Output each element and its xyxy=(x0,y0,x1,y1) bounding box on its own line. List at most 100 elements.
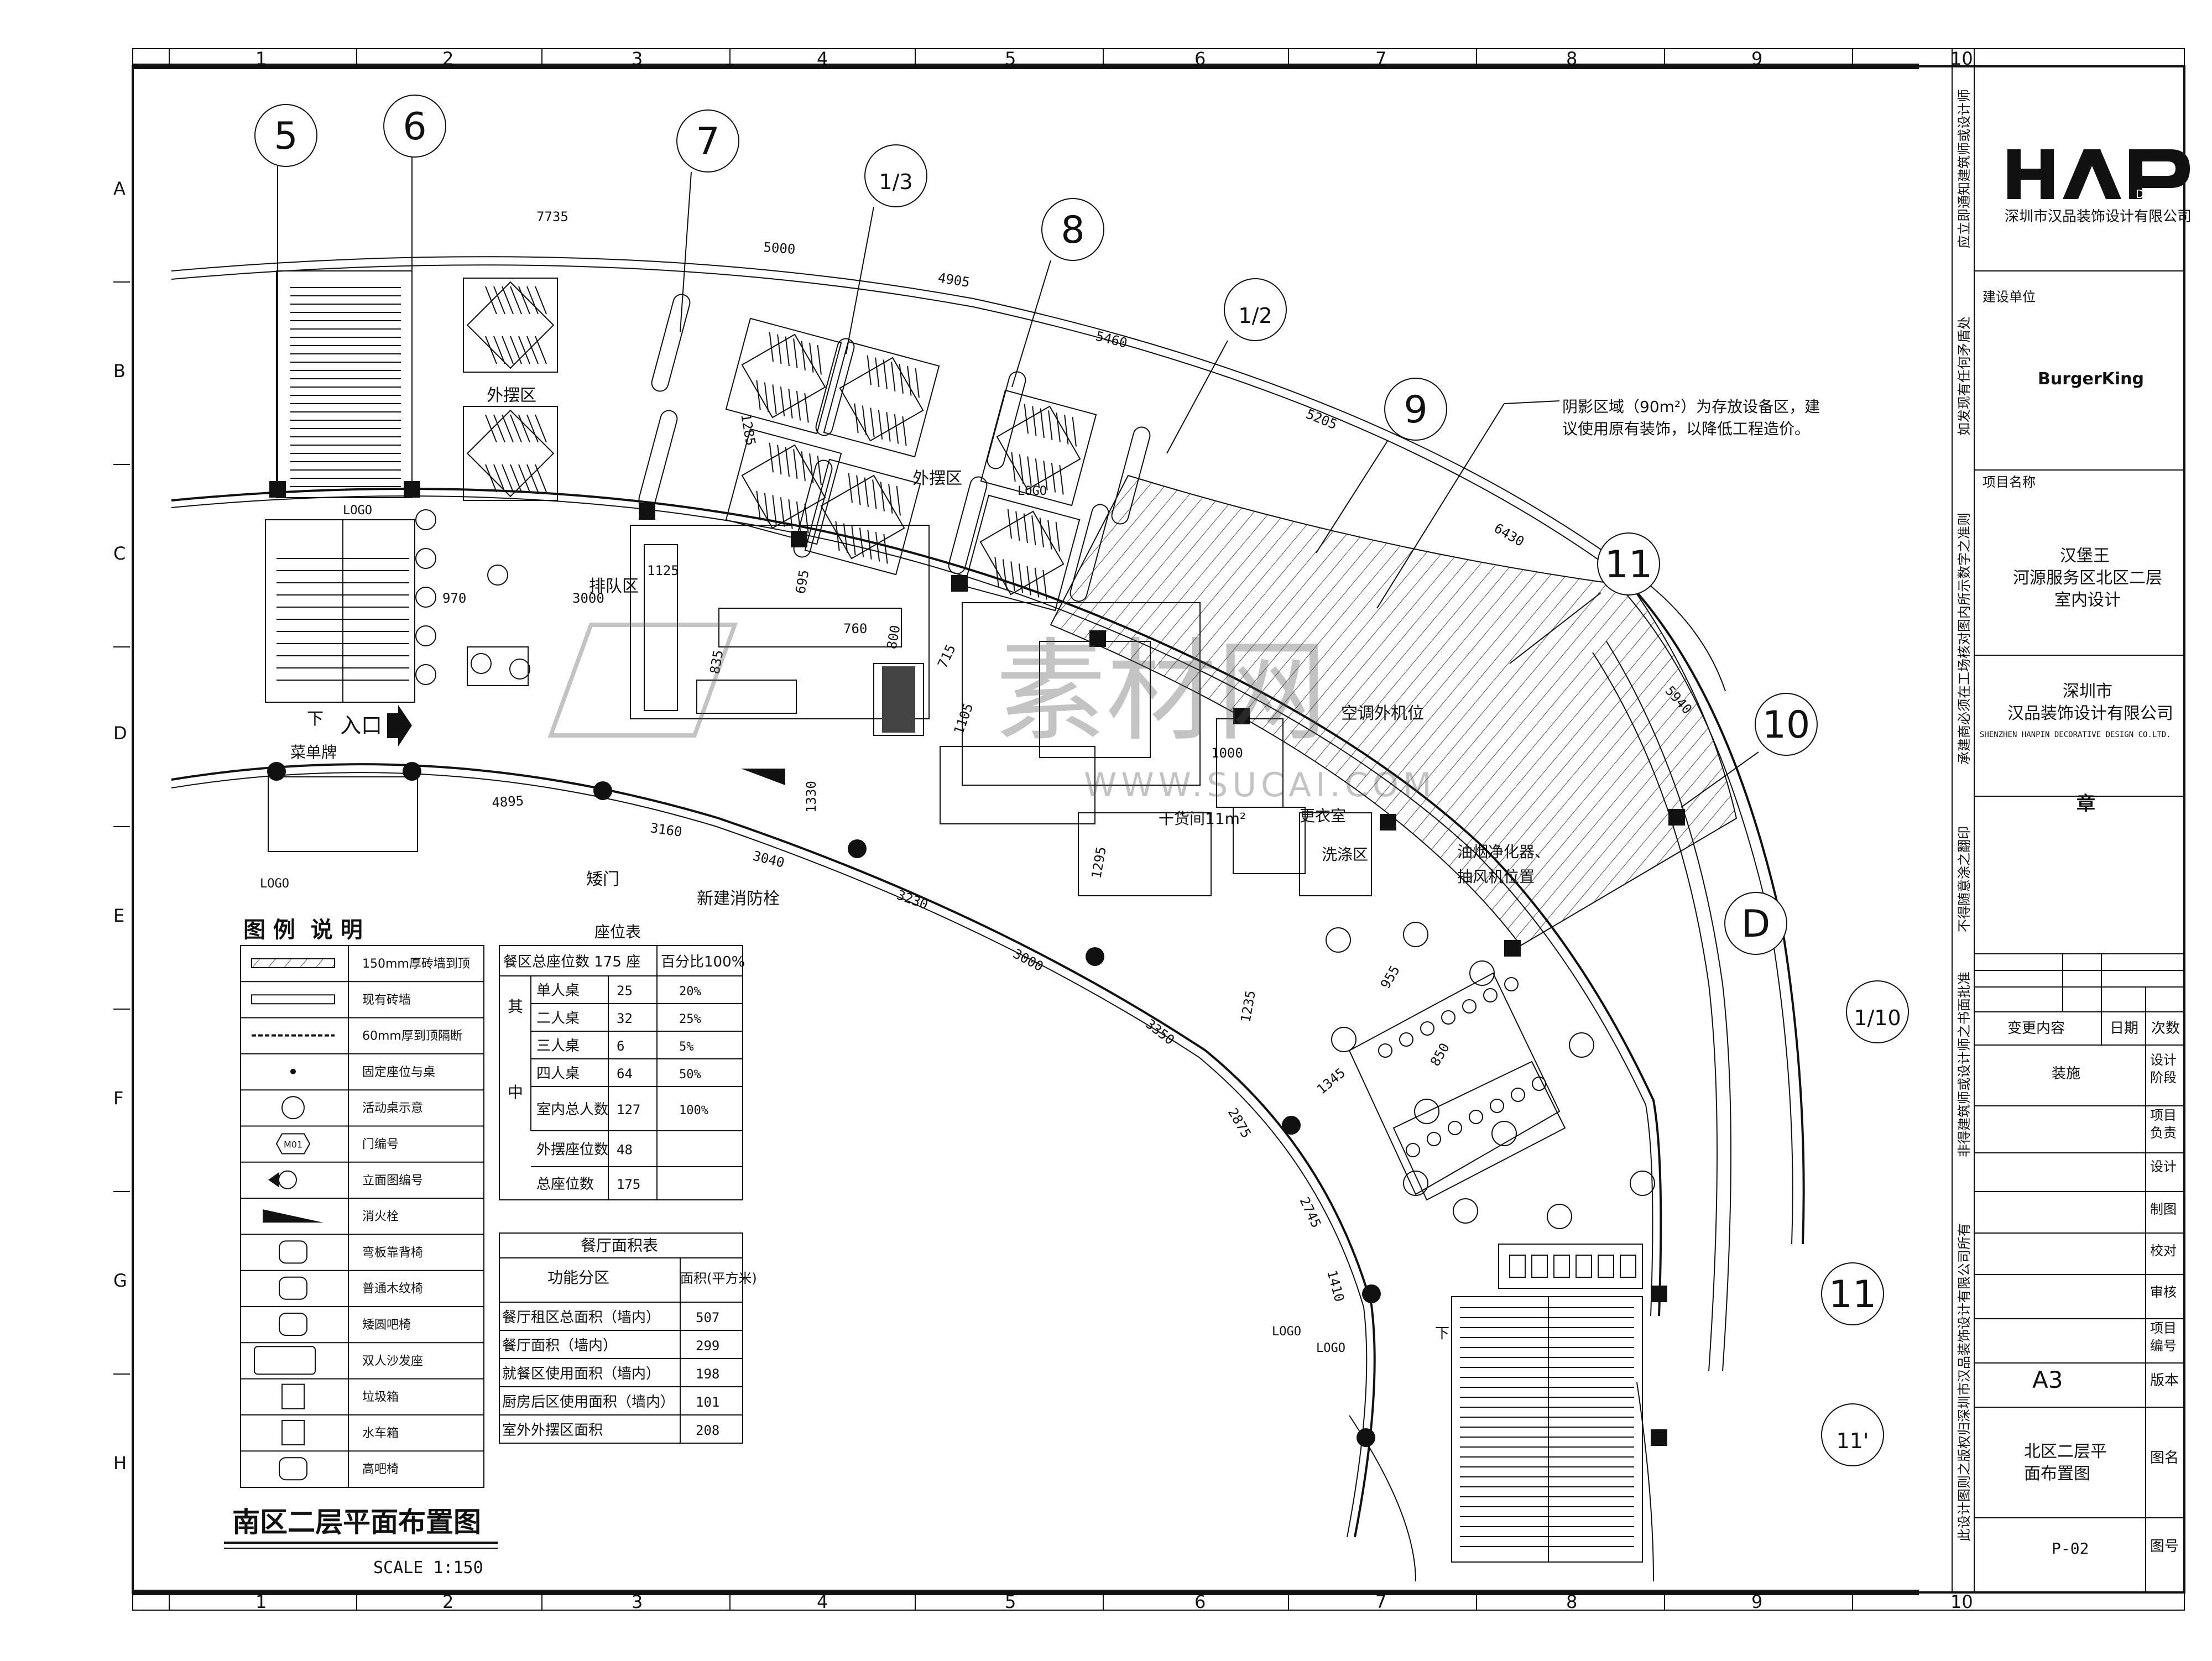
tb-field-2-0: 设计 xyxy=(2150,1159,2177,1174)
side-note-2: 承建商必须在工场核对图内所示数字之准则 xyxy=(1957,513,1972,765)
axis-bubble-7: 11 xyxy=(1597,532,1660,596)
dimension-26: 1330 xyxy=(804,781,819,813)
outdoor-table-1 xyxy=(463,406,558,501)
dimension-17: 3000 xyxy=(572,591,604,606)
area-row-value-1: 299 xyxy=(696,1338,719,1354)
booth-seat-0 xyxy=(1378,1043,1392,1058)
shade-note-line1: 阴影区域（90m²）为存放设备区，建 xyxy=(1562,398,1820,416)
col-label-top-2: 2 xyxy=(442,48,453,69)
booth-seat-4 xyxy=(1462,999,1477,1014)
project-line-3: 室内设计 xyxy=(2054,591,2121,610)
title-block: DESIGN 深圳市汉品装饰设计有限公司 建设单位 BurgerKing 项目名… xyxy=(1957,89,2192,1558)
axis-bubble-3: 1/3 xyxy=(864,144,927,207)
column-13 xyxy=(848,839,867,858)
column-12 xyxy=(593,781,612,800)
legend-symbol-11 xyxy=(254,1346,316,1375)
indoor-seat-18 xyxy=(1630,1171,1655,1196)
tb-field-1-1: 负责 xyxy=(2150,1125,2177,1141)
label-logo-1: LOGO xyxy=(343,504,372,518)
col-label-bottom-2: 2 xyxy=(442,1591,453,1612)
axis-bubble-2: 7 xyxy=(676,109,739,173)
seat-row-count-2: 6 xyxy=(617,1038,624,1054)
dimension-24: 715 xyxy=(935,642,959,670)
svg-text:D: D xyxy=(1741,902,1770,946)
label-entrance: 入口 xyxy=(340,713,382,738)
legend-label-7: 消火栓 xyxy=(362,1210,399,1224)
column-11 xyxy=(403,762,421,781)
column-17 xyxy=(1357,1428,1375,1447)
bar-stool-5 xyxy=(1620,1255,1636,1278)
svg-text:9: 9 xyxy=(1404,388,1427,432)
dimension-18: 1125 xyxy=(647,563,679,578)
seal-label: 章 xyxy=(2077,793,2095,815)
label-ac-unit: 空调外机位 xyxy=(1341,704,1424,723)
planter-7 xyxy=(1070,504,1109,602)
legend-symbol-8 xyxy=(279,1240,307,1264)
area-table-header-2: 面积(平方米) xyxy=(680,1271,757,1286)
svg-text:5: 5 xyxy=(274,114,298,158)
seat-row-pct-2: 5% xyxy=(679,1040,694,1054)
legend-symbol-5: M01 xyxy=(275,1133,311,1155)
svg-text:1/2: 1/2 xyxy=(1238,304,1272,328)
svg-text:8: 8 xyxy=(1061,208,1084,252)
legend-symbol-6 xyxy=(268,1170,297,1189)
svg-text:11': 11' xyxy=(1837,1429,1869,1453)
drawing-name-label: 图名 xyxy=(2150,1450,2179,1466)
indoor-seat-11 xyxy=(1547,1204,1572,1229)
decoration-stage: 装施 xyxy=(2052,1065,2080,1082)
legend-label-14: 高吧椅 xyxy=(362,1462,399,1476)
label-fume2: 抽风机位置 xyxy=(1457,868,1535,886)
axis-bubble-9: D xyxy=(1724,892,1787,955)
col-label-top-6: 6 xyxy=(1194,48,1206,69)
right-dining-booths xyxy=(1348,972,1643,1289)
area-row-label-3: 厨房后区使用面积（墙内） xyxy=(502,1394,675,1411)
indoor-seat-2 xyxy=(415,587,436,608)
area-row-value-4: 208 xyxy=(696,1423,719,1438)
plan-title-block: 南区二层平面布置图 SCALE 1:150 xyxy=(224,1506,498,1578)
outdoor-tables xyxy=(463,278,1151,612)
col-label-top-7: 7 xyxy=(1375,48,1386,69)
indoor-seat-14 xyxy=(1414,1099,1439,1124)
seat-table-header-2: 百分比100% xyxy=(661,954,745,970)
dimension-31: 850 xyxy=(1427,1040,1453,1069)
shade-note-line2: 议使用原有装饰，以降低工程造价。 xyxy=(1562,420,1810,438)
legend-symbol-10 xyxy=(279,1313,307,1336)
dimension-20: 695 xyxy=(792,568,812,595)
dimension-4: 5205 xyxy=(1304,406,1339,433)
booth-seat-5 xyxy=(1483,988,1498,1002)
column-14 xyxy=(1086,947,1104,966)
col-label-top-8: 8 xyxy=(1566,48,1577,69)
rev-header-count: 次数 xyxy=(2151,1020,2180,1037)
dimension-1: 5000 xyxy=(763,239,796,257)
tb-field-0-1: 阶段 xyxy=(2150,1070,2177,1085)
outdoor-table-2 xyxy=(725,317,842,435)
legend-symbol-4 xyxy=(281,1096,305,1120)
legend-label-1: 现有砖墙 xyxy=(362,993,411,1007)
client-label: 建设单位 xyxy=(1983,289,2036,305)
watermark-url: WWW.SUCAI.COM xyxy=(1084,766,1436,805)
hydrant-marker xyxy=(741,769,785,785)
booth-seat-b2 xyxy=(1448,1121,1462,1135)
legend-title: 图 例 说 明 xyxy=(243,917,363,943)
indoor-seat-10 xyxy=(1469,960,1495,986)
legend-label-13: 水车箱 xyxy=(362,1427,399,1440)
label-menu-board: 菜单牌 xyxy=(290,743,337,761)
dimension-5: 6430 xyxy=(1491,520,1527,550)
side-note-0: 应立即通知建筑师或设计师 xyxy=(1957,89,1972,248)
dimension-13: 2875 xyxy=(1225,1105,1254,1141)
svg-text:11: 11 xyxy=(1605,543,1653,587)
company-name: 深圳市汉品装饰设计有限公司 xyxy=(2005,208,2192,225)
column-19 xyxy=(1651,1429,1667,1446)
legend-symbol-0 xyxy=(251,958,335,968)
axis-bubble-6: 9 xyxy=(1384,378,1447,441)
col-label-top-1: 1 xyxy=(255,48,267,69)
dimension-23: 800 xyxy=(884,624,903,650)
label-logo-2: LOGO xyxy=(260,877,289,891)
seat-row-label-4: 室内总人数 xyxy=(536,1101,608,1118)
indoor-table-long xyxy=(467,646,529,686)
column-5 xyxy=(1089,630,1106,647)
legend-symbol-14 xyxy=(279,1457,307,1481)
label-fume: 油烟净化器、 xyxy=(1457,843,1550,861)
legend-symbol-12 xyxy=(281,1383,305,1409)
column-10 xyxy=(267,762,286,781)
